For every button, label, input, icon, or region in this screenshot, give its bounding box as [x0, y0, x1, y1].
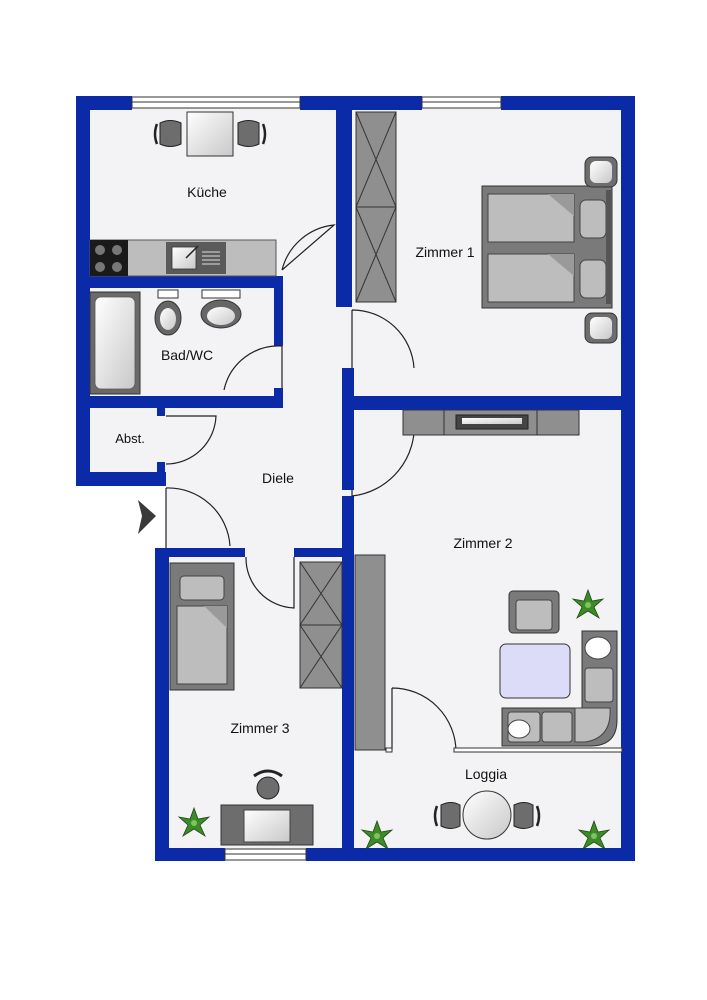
loggia-divider — [385, 747, 623, 753]
windows — [131, 96, 502, 861]
room-label-zimmer1: Zimmer 1 — [415, 244, 474, 260]
kitchen-furniture — [89, 111, 277, 277]
room-label-diele: Diele — [262, 470, 294, 486]
chair-icon — [513, 802, 541, 829]
corner-sofa — [501, 630, 618, 747]
armchair — [508, 590, 560, 634]
kitchen-table — [186, 111, 234, 157]
sideboard — [402, 409, 580, 436]
door-swings — [165, 224, 457, 753]
toilet-icon — [154, 289, 182, 336]
bath-furniture — [89, 289, 242, 395]
zimmer2-furniture — [354, 409, 618, 751]
desk — [220, 804, 314, 846]
wardrobe — [299, 561, 343, 689]
room-label-bad: Bad/WC — [161, 347, 213, 363]
office-chair-icon — [253, 769, 283, 800]
coffee-table — [499, 643, 571, 699]
room-label-loggia: Loggia — [465, 766, 507, 782]
plant-icon — [577, 819, 611, 851]
walls — [76, 96, 635, 861]
bookshelf — [354, 554, 386, 751]
room-label-kueche: Küche — [187, 184, 227, 200]
zimmer3-furniture — [169, 561, 343, 846]
stove-icon — [90, 240, 128, 276]
plant-icon — [571, 588, 605, 620]
round-table — [462, 790, 512, 840]
chair-icon — [433, 802, 461, 829]
zimmer1-furniture — [355, 111, 618, 344]
sink-icon — [166, 242, 226, 274]
plant-icon — [177, 806, 211, 838]
entrance-arrow-icon — [138, 500, 156, 534]
room-label-zimmer2: Zimmer 2 — [453, 535, 512, 551]
room-labels: Küche Zimmer 1 Bad/WC Abst. Diele Zimmer… — [115, 184, 513, 782]
wardrobe — [355, 111, 397, 303]
loggia-furniture — [360, 790, 611, 851]
double-bed — [481, 185, 613, 309]
chair-icon — [237, 120, 267, 147]
single-bed — [169, 562, 235, 691]
room-label-zimmer3: Zimmer 3 — [230, 720, 289, 736]
plant-icon — [360, 819, 394, 851]
chair-icon — [153, 120, 182, 147]
washbasin-icon — [200, 289, 242, 329]
room-label-abst: Abst. — [115, 431, 145, 446]
